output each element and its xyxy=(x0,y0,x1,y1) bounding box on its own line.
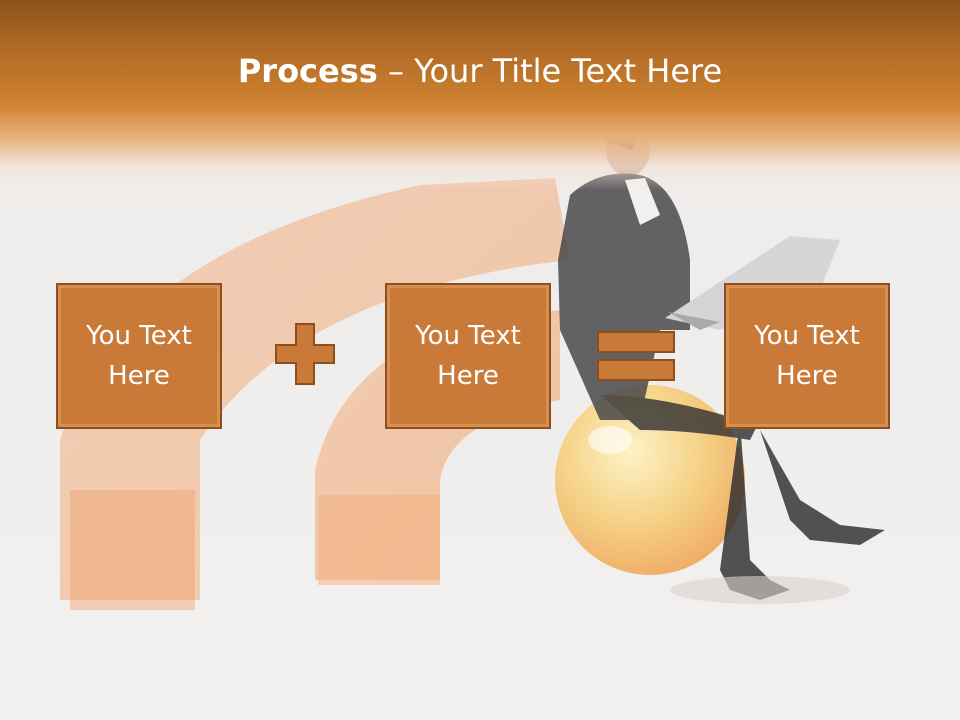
slide-title[interactable]: Process – Your Title Text Here xyxy=(0,52,960,90)
equals-icon xyxy=(597,331,675,381)
text-box-2[interactable]: You Text Here xyxy=(385,283,551,429)
title-bar xyxy=(0,0,960,190)
plus-icon xyxy=(275,323,335,385)
text-box-1[interactable]: You Text Here xyxy=(56,283,222,429)
text-box-3[interactable]: You Text Here xyxy=(724,283,890,429)
title-subtitle: – Your Title Text Here xyxy=(377,52,723,90)
text-box-1-label: You Text Here xyxy=(86,321,192,391)
text-box-3-label: You Text Here xyxy=(754,321,860,391)
title-bold: Process xyxy=(237,52,378,90)
text-box-2-label: You Text Here xyxy=(415,321,521,391)
